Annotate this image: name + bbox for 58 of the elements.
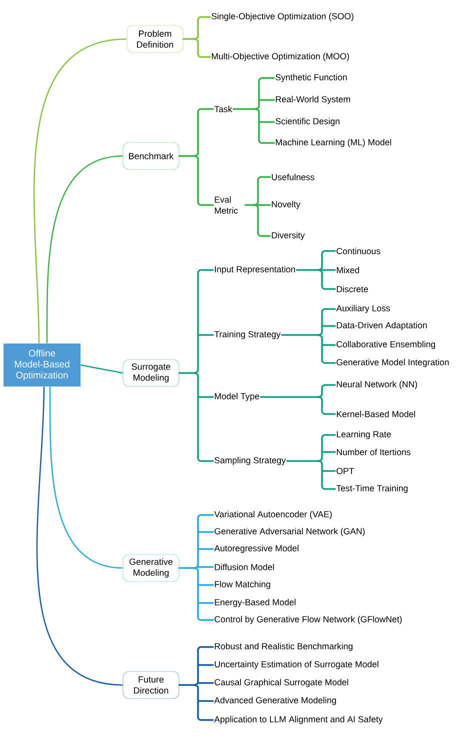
brace [286,434,336,490]
leaf-label: Auxiliary Loss [336,304,390,314]
leaf-label: Novelty [272,200,300,210]
leaf-label: Control by Generative Flow Network (GFlowNet) [214,616,402,624]
brace [178,514,214,621]
brace [232,77,275,144]
branch-curve [46,155,123,344]
branch-curve [36,386,123,686]
branch-curve [34,38,127,344]
branch-label: Training Strategy [214,330,281,340]
leaf-label: Generative Adversarial Network (GAN) [214,528,365,536]
topic-box: Generative Modeling [122,554,180,582]
branch-curve [80,364,123,374]
leaf-label: Usefulness [272,174,314,180]
leaf-label: Autoregressive Model [214,544,298,554]
leaf-label: Real-World System [276,96,350,104]
leaf-label: Advanced Generative Modeling [214,696,336,706]
leaf-label: Data-Driven Adaptation [336,322,427,330]
leaf-label: Diversity [272,232,305,240]
brace [178,646,214,721]
leaf-label: Causal Graphical Surrogate Model [214,678,348,688]
leaf-label: Multi-Objective Optimization (MOO) [212,52,349,62]
topic-box: Future Direction [122,671,180,699]
branch-label: Input Representation [215,266,295,274]
leaf-label: Collaborative Ensembling [336,340,436,350]
leaf-label: Scientific Design [276,118,340,126]
topic-box: Surrogate Modeling [122,359,180,387]
leaf-label: Learning Rate [336,430,391,440]
leaf-label: Synthetic Function [276,74,347,82]
leaf-label: Mixed [336,266,360,274]
leaf-label: Machine Learning (ML) Model [276,138,392,148]
leaf-label: Number of Itertions [336,448,410,456]
topic-box: Problem Definition [126,25,184,53]
brace [296,250,336,290]
leaf-label: Continuous [336,248,380,254]
leaf-label: Neural Network (NN) [336,380,417,390]
branch-label: Task [214,106,232,112]
leaf-label: Application to LLM Alignment and AI Safety [214,716,383,724]
leaf-label: Diffusion Model [214,564,274,570]
branch-curve [49,386,123,569]
leaf-label: Energy-Based Model [214,598,296,608]
root-box: Offline Model-Based Optimization [4,344,80,386]
topic-box: Benchmark [122,142,180,170]
leaf-label: Test-Time Training [336,484,408,494]
brace [280,308,336,364]
leaf-label: Generative Model Integration [336,358,449,368]
leaf-label: Variational Autoencoder (VAE) [214,510,332,520]
brace [260,384,336,415]
leaf-label: OPT [336,468,354,474]
leaf-label: Kernel-Based Model [336,410,416,418]
leaf-label: Discrete [336,286,368,292]
branch-label: Eval Metric [214,196,238,214]
branch-label: Sampling Strategy [214,456,286,466]
leaf-label: Robust and Realistic Benchmarking [214,642,352,652]
branch-label: Model Type [214,392,260,402]
leaf-label: Flow Matching [214,580,270,590]
leaf-label: Single-Objective Optimization (SOO) [212,12,354,22]
leaf-label: Uncertainty Estimation of Surrogate Model [214,660,378,670]
